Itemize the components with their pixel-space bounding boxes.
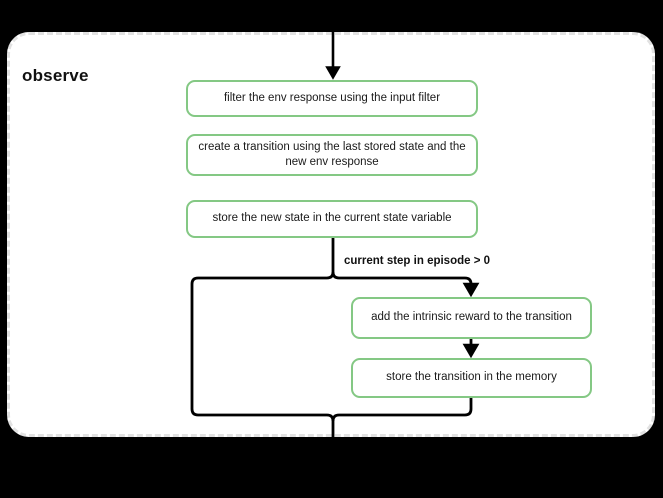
node-create-transition[interactable]: create a transition using the last store… [186,134,478,176]
node-add-intrinsic-reward[interactable]: add the intrinsic reward to the transiti… [351,297,592,339]
node-filter-env-response[interactable]: filter the env response using the input … [186,80,478,117]
node-store-new-state[interactable]: store the new state in the current state… [186,200,478,238]
group-title: observe [22,66,89,85]
branch-condition-label: current step in episode > 0 [344,255,491,267]
node-store-transition-memory[interactable]: store the transition in the memory [351,358,592,398]
